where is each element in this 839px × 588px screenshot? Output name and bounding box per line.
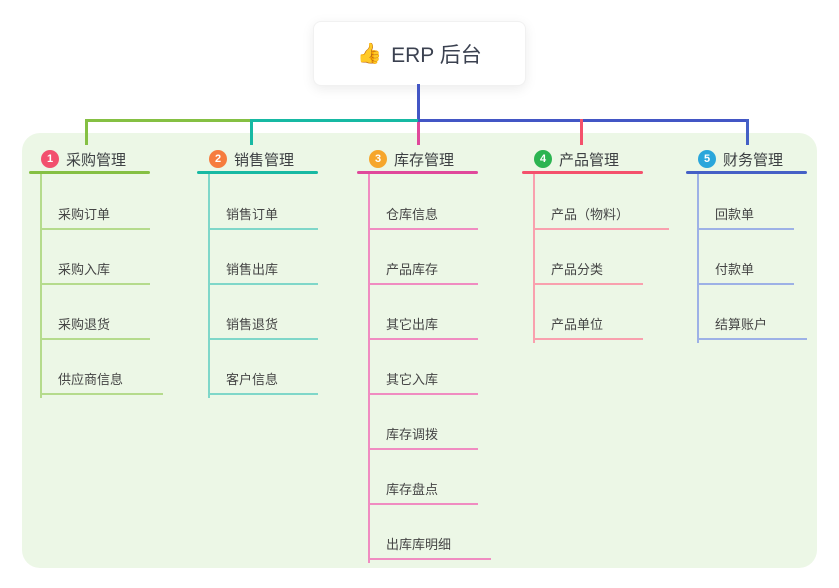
branch-underline: [29, 171, 150, 174]
branch-node-5[interactable]: 5 财务管理: [698, 149, 783, 169]
child-node[interactable]: 采购入库: [40, 261, 151, 285]
branch-children-spine: [208, 174, 210, 398]
branch-node-4[interactable]: 4 产品管理: [534, 149, 619, 169]
branch-children-spine: [40, 174, 42, 398]
branch-node-label: 产品管理: [559, 151, 620, 169]
branch-node-2[interactable]: 2 销售管理: [209, 149, 294, 169]
child-node[interactable]: 结算账户: [697, 316, 808, 340]
branch-number-badge: 5: [698, 150, 716, 168]
branch-underline: [197, 171, 318, 174]
branch-number-badge: 4: [534, 150, 552, 168]
branch-node-label: 销售管理: [234, 151, 295, 169]
thumbs-up-icon: 👍: [357, 42, 383, 65]
child-node[interactable]: 其它入库: [368, 371, 479, 395]
branch-drop-line: [250, 119, 253, 145]
child-node[interactable]: 仓库信息: [368, 206, 479, 230]
child-node[interactable]: 产品分类: [533, 261, 644, 285]
child-node[interactable]: 销售出库: [208, 261, 319, 285]
root-node-title: ERP 后台: [391, 43, 482, 67]
branch-number-badge: 2: [209, 150, 227, 168]
child-node[interactable]: 产品库存: [368, 261, 479, 285]
child-node[interactable]: 客户信息: [208, 371, 319, 395]
child-node[interactable]: 供应商信息: [40, 371, 164, 395]
branch-number-badge: 3: [369, 150, 387, 168]
branch-node-label: 财务管理: [723, 151, 784, 169]
bus-segment: [252, 119, 418, 122]
child-node[interactable]: 库存调拨: [368, 426, 479, 450]
branches-panel: [22, 133, 817, 568]
branch-drop-line: [417, 122, 420, 145]
root-node-erp[interactable]: 👍 ERP 后台: [313, 21, 526, 86]
branch-underline: [522, 171, 643, 174]
branch-node-3[interactable]: 3 库存管理: [369, 149, 454, 169]
child-node[interactable]: 采购订单: [40, 206, 151, 230]
branch-underline: [357, 171, 478, 174]
bus-segment: [418, 119, 749, 122]
child-node[interactable]: 产品单位: [533, 316, 644, 340]
branch-node-label: 库存管理: [394, 151, 455, 169]
branch-node-1[interactable]: 1 采购管理: [41, 149, 126, 169]
child-node[interactable]: 采购退货: [40, 316, 151, 340]
branch-children-spine: [533, 174, 535, 343]
child-node[interactable]: 销售订单: [208, 206, 319, 230]
branch-number-badge: 1: [41, 150, 59, 168]
branch-children-spine: [368, 174, 370, 563]
child-node[interactable]: 产品（物料）: [533, 206, 670, 230]
child-node[interactable]: 其它出库: [368, 316, 479, 340]
child-node[interactable]: 销售退货: [208, 316, 319, 340]
branch-children-spine: [697, 174, 699, 343]
root-connector-line: [417, 84, 420, 120]
branch-drop-line: [746, 119, 749, 145]
child-node[interactable]: 库存盘点: [368, 481, 479, 505]
branch-underline: [686, 171, 807, 174]
child-node[interactable]: 回款单: [697, 206, 795, 230]
child-node[interactable]: 付款单: [697, 261, 795, 285]
bus-segment: [85, 119, 252, 122]
branch-drop-line: [580, 119, 583, 145]
branch-drop-line: [85, 119, 88, 145]
child-node[interactable]: 出库库明细: [368, 536, 492, 560]
branch-node-label: 采购管理: [66, 151, 127, 169]
